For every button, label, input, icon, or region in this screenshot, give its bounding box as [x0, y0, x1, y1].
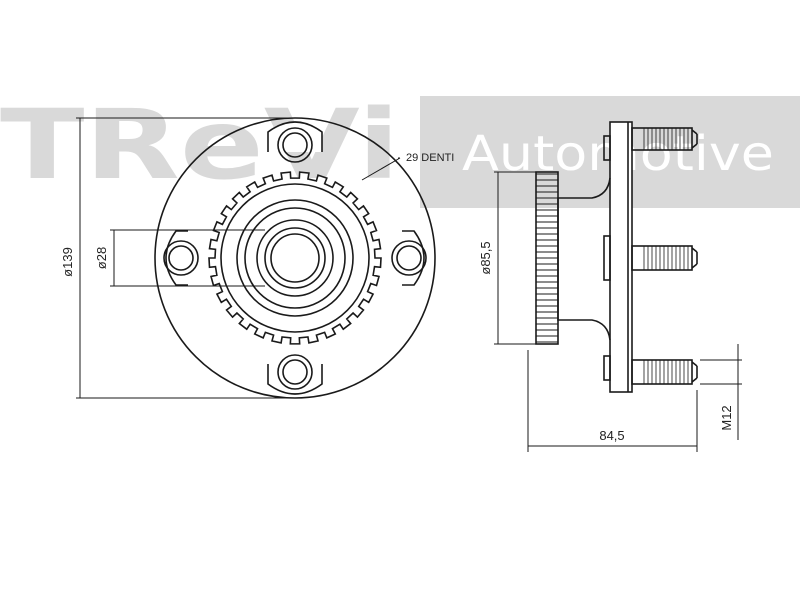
- side-tone-ring: [536, 173, 558, 343]
- watermark-brand: TReVi: [0, 89, 400, 201]
- bolt-hole-left: [163, 240, 199, 276]
- width-label: 84,5: [599, 428, 624, 443]
- stud-bottom: [631, 359, 698, 385]
- ear-top: [267, 121, 323, 152]
- stud-top: [631, 127, 698, 151]
- bolt-hole-top: [277, 127, 313, 163]
- stud-middle: [631, 245, 698, 271]
- hub-bore: [264, 227, 326, 289]
- bore-diameter-label: ø28: [94, 247, 109, 269]
- bolt-hole-bottom: [277, 354, 313, 390]
- front-dimensions: [76, 117, 401, 399]
- tone-ring-teeth: [208, 171, 382, 345]
- abs-tone-ring: [208, 171, 382, 345]
- side-view: [535, 121, 698, 393]
- flange-outline: [154, 117, 436, 399]
- bolt-hole-right: [391, 240, 427, 276]
- tone-ring-inner: [220, 183, 370, 333]
- hub-bore-inner: [270, 233, 320, 283]
- outer-diameter-label: ø139: [60, 247, 75, 277]
- ring-diameter-label: ø85,5: [478, 241, 493, 274]
- side-dimensions: [494, 171, 742, 452]
- bolt-label: M12: [719, 405, 734, 430]
- front-view: [154, 117, 436, 399]
- teeth-label: 29 DENTI: [406, 152, 454, 164]
- stud-threads: [643, 128, 689, 384]
- hub-ring-2: [256, 219, 334, 297]
- hub-ring-1: [244, 207, 346, 309]
- ear-bottom: [267, 364, 323, 395]
- hub-outer: [236, 199, 354, 317]
